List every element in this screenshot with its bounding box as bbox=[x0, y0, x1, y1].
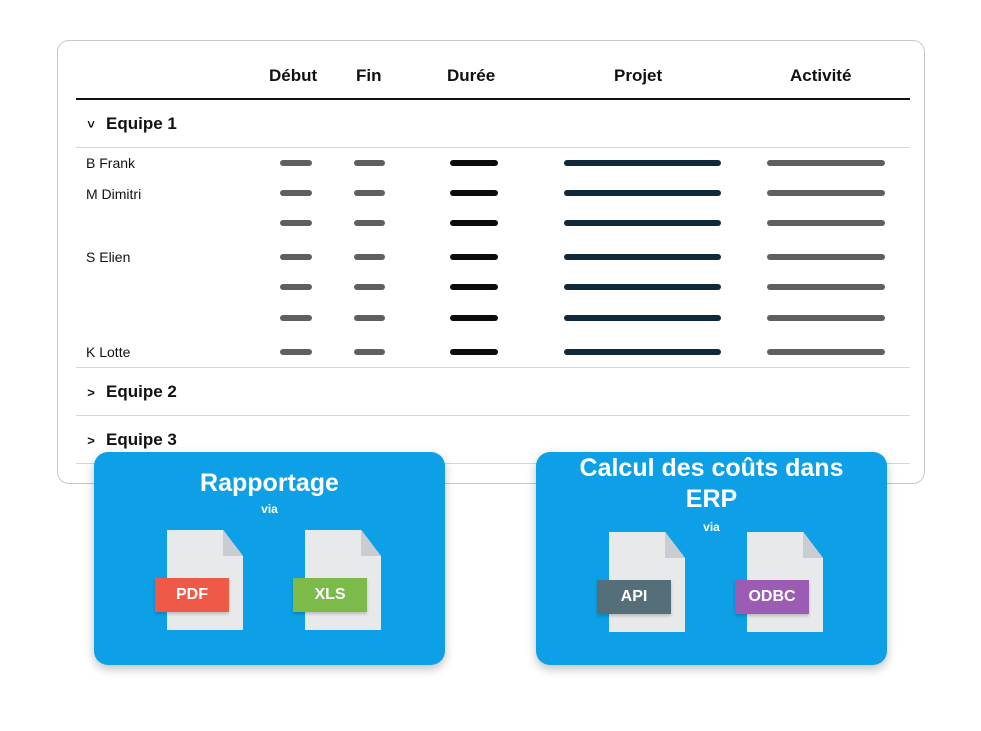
project-placeholder-bar bbox=[564, 190, 721, 196]
activity-placeholder-bar bbox=[767, 220, 885, 226]
chevron-right-icon: > bbox=[87, 384, 95, 400]
pdf-tag: PDF bbox=[155, 578, 229, 612]
activity-placeholder-bar bbox=[767, 254, 885, 260]
start-placeholder-bar bbox=[280, 190, 312, 196]
odbc-tag: ODBC bbox=[735, 580, 809, 614]
end-placeholder-bar bbox=[354, 315, 385, 321]
project-placeholder-bar bbox=[564, 220, 721, 226]
card-via-label: via bbox=[703, 520, 720, 534]
end-placeholder-bar bbox=[354, 160, 385, 166]
end-placeholder-bar bbox=[354, 349, 385, 355]
group-row-equipe-1[interactable]: ˅ Equipe 1 bbox=[86, 114, 177, 134]
erp-cost-card: Calcul des coûts dans ERP via API ODBC bbox=[536, 452, 887, 665]
activity-placeholder-bar bbox=[767, 284, 885, 290]
duration-placeholder-bar bbox=[450, 220, 498, 226]
group-divider bbox=[76, 147, 910, 148]
group-divider bbox=[76, 415, 910, 416]
project-placeholder-bar bbox=[564, 315, 721, 321]
group-divider bbox=[76, 367, 910, 368]
duration-placeholder-bar bbox=[450, 254, 498, 260]
card-title: Rapportage bbox=[200, 469, 339, 497]
column-header-debut[interactable]: Début bbox=[269, 66, 318, 85]
column-header-duree[interactable]: Durée bbox=[447, 66, 496, 85]
person-name: B Frank bbox=[86, 155, 136, 171]
api-file-icon[interactable]: API bbox=[597, 532, 685, 632]
xls-tag: XLS bbox=[293, 578, 367, 612]
group-row-equipe-3[interactable]: > Equipe 3 bbox=[86, 430, 177, 450]
chevron-down-icon: ˅ bbox=[87, 116, 95, 132]
duration-placeholder-bar bbox=[450, 190, 498, 196]
activity-placeholder-bar bbox=[767, 190, 885, 196]
group-label: Equipe 3 bbox=[106, 430, 177, 449]
duration-placeholder-bar bbox=[450, 160, 498, 166]
start-placeholder-bar bbox=[280, 284, 312, 290]
start-placeholder-bar bbox=[280, 315, 312, 321]
timesheet-table-panel bbox=[57, 40, 925, 484]
pdf-file-icon[interactable]: PDF bbox=[155, 530, 243, 630]
column-header-projet[interactable]: Projet bbox=[614, 66, 663, 85]
person-name: S Elien bbox=[86, 249, 131, 265]
activity-placeholder-bar bbox=[767, 160, 885, 166]
card-title-line2: ERP bbox=[685, 485, 738, 513]
start-placeholder-bar bbox=[280, 160, 312, 166]
api-tag: API bbox=[597, 580, 671, 614]
group-label: Equipe 1 bbox=[106, 114, 177, 133]
chevron-right-icon: > bbox=[87, 432, 95, 448]
end-placeholder-bar bbox=[354, 284, 385, 290]
person-name: M Dimitri bbox=[86, 186, 142, 202]
duration-placeholder-bar bbox=[450, 284, 498, 290]
column-header-activite[interactable]: Activité bbox=[790, 66, 852, 85]
group-divider bbox=[76, 463, 910, 464]
group-row-equipe-2[interactable]: > Equipe 2 bbox=[86, 382, 177, 402]
reporting-card: Rapportage via PDF XLS bbox=[94, 452, 445, 665]
card-title-line1: Calcul des coûts dans bbox=[579, 454, 844, 482]
header-divider bbox=[76, 98, 910, 100]
project-placeholder-bar bbox=[564, 160, 721, 166]
project-placeholder-bar bbox=[564, 284, 721, 290]
start-placeholder-bar bbox=[280, 220, 312, 226]
project-placeholder-bar bbox=[564, 349, 721, 355]
person-name: K Lotte bbox=[86, 344, 131, 360]
card-via-label: via bbox=[261, 502, 278, 516]
activity-placeholder-bar bbox=[767, 349, 885, 355]
column-header-fin[interactable]: Fin bbox=[356, 66, 382, 85]
project-placeholder-bar bbox=[564, 254, 721, 260]
group-label: Equipe 2 bbox=[106, 382, 177, 401]
duration-placeholder-bar bbox=[450, 349, 498, 355]
start-placeholder-bar bbox=[280, 349, 312, 355]
end-placeholder-bar bbox=[354, 190, 385, 196]
start-placeholder-bar bbox=[280, 254, 312, 260]
duration-placeholder-bar bbox=[450, 315, 498, 321]
odbc-file-icon[interactable]: ODBC bbox=[735, 532, 823, 632]
xls-file-icon[interactable]: XLS bbox=[293, 530, 381, 630]
end-placeholder-bar bbox=[354, 254, 385, 260]
activity-placeholder-bar bbox=[767, 315, 885, 321]
end-placeholder-bar bbox=[354, 220, 385, 226]
